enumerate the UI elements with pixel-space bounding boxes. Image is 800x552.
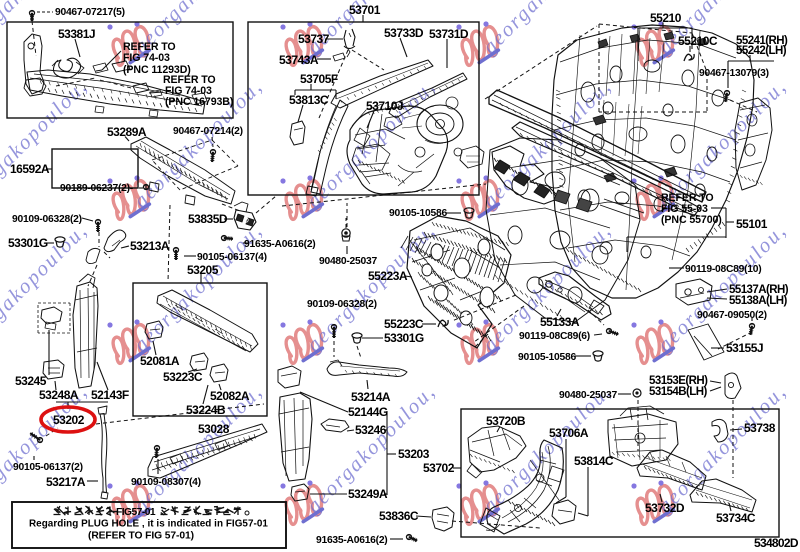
svg-text:55101: 55101	[736, 217, 768, 231]
svg-text:53213A: 53213A	[130, 239, 170, 253]
svg-text:FIG 74-03: FIG 74-03	[165, 85, 212, 97]
svg-text:55137A(RH): 55137A(RH)	[729, 284, 789, 296]
svg-text:53836C: 53836C	[379, 509, 419, 523]
svg-text:90119-08C89(6): 90119-08C89(6)	[519, 331, 590, 342]
svg-text:53814C: 53814C	[574, 454, 614, 468]
svg-text:90119-08C89(10): 90119-08C89(10)	[685, 264, 761, 275]
svg-text:53835D: 53835D	[188, 212, 228, 226]
svg-text:90109-06328(2): 90109-06328(2)	[12, 214, 82, 225]
svg-text:53813C: 53813C	[289, 93, 329, 107]
svg-text:52144G: 52144G	[348, 405, 388, 419]
svg-text:55242(LH): 55242(LH)	[736, 45, 787, 57]
svg-text:90109-06328(2): 90109-06328(2)	[307, 299, 377, 310]
svg-text:FIG57-01: FIG57-01	[116, 507, 156, 518]
svg-text:90109-08307(4): 90109-08307(4)	[131, 477, 201, 488]
svg-text:52081A: 52081A	[140, 354, 180, 368]
svg-text:53743A: 53743A	[279, 53, 319, 67]
svg-text:53301G: 53301G	[384, 331, 424, 345]
svg-text:90467-13079(3): 90467-13079(3)	[699, 68, 769, 79]
svg-text:53701: 53701	[349, 3, 381, 17]
svg-text:53706A: 53706A	[549, 426, 589, 440]
svg-text:53734C: 53734C	[716, 511, 756, 525]
svg-text:REFER TO: REFER TO	[163, 74, 216, 86]
svg-text:53301G: 53301G	[8, 236, 48, 250]
svg-text:90105-10586: 90105-10586	[518, 352, 576, 363]
svg-text:90480-25037: 90480-25037	[319, 256, 377, 267]
svg-text:53028: 53028	[198, 422, 230, 436]
svg-text:53153E(RH): 53153E(RH)	[649, 375, 708, 387]
svg-text:53705F: 53705F	[300, 72, 338, 86]
svg-text:90467-07214(2): 90467-07214(2)	[173, 126, 243, 137]
svg-text:FIG 55-03: FIG 55-03	[661, 203, 708, 215]
svg-text:90105-06137(4): 90105-06137(4)	[197, 252, 267, 263]
svg-text:Regarding PLUG HOLE , it is in: Regarding PLUG HOLE , it is indicated in…	[29, 519, 268, 530]
svg-text:90105-06137(2): 90105-06137(2)	[13, 462, 83, 473]
svg-text:90480-25037: 90480-25037	[559, 390, 617, 401]
svg-text:53214A: 53214A	[351, 390, 391, 404]
svg-text:53732D: 53732D	[645, 501, 685, 515]
svg-text:53249A: 53249A	[348, 487, 388, 501]
svg-text:53217A: 53217A	[46, 475, 86, 489]
svg-text:53737: 53737	[298, 32, 330, 46]
svg-text:(PNC 55700): (PNC 55700)	[661, 214, 722, 226]
svg-text:53246: 53246	[355, 423, 387, 437]
svg-text:53155J: 53155J	[726, 341, 763, 355]
svg-text:53203: 53203	[398, 447, 430, 461]
svg-text:53381J: 53381J	[58, 27, 95, 41]
svg-text:REFER TO: REFER TO	[123, 41, 176, 53]
svg-text:53720B: 53720B	[486, 414, 526, 428]
svg-text:53154B(LH): 53154B(LH)	[649, 386, 707, 398]
svg-text:53289A: 53289A	[107, 125, 147, 139]
svg-text:55210: 55210	[650, 11, 682, 25]
svg-text:90467-07217(5): 90467-07217(5)	[55, 7, 125, 18]
svg-text:53205: 53205	[187, 263, 219, 277]
svg-text:52143F: 52143F	[91, 388, 129, 402]
svg-text:16592A: 16592A	[10, 162, 50, 176]
svg-text:90105-10586: 90105-10586	[389, 208, 447, 219]
svg-text:53702: 53702	[423, 461, 455, 475]
svg-text:53731D: 53731D	[429, 27, 469, 41]
svg-text:53223C: 53223C	[163, 370, 203, 384]
svg-text:534802D: 534802D	[754, 536, 799, 550]
svg-text:53710J: 53710J	[366, 99, 403, 113]
svg-text:(REFER TO FIG 57-01): (REFER TO FIG 57-01)	[88, 531, 194, 542]
svg-text:53738: 53738	[744, 421, 776, 435]
svg-text:REFER TO: REFER TO	[661, 192, 714, 204]
svg-text:52082A: 52082A	[210, 389, 250, 403]
svg-text:90467-09050(2): 90467-09050(2)	[697, 310, 767, 321]
svg-text:53202: 53202	[53, 413, 85, 427]
svg-text:91635-A0616(2): 91635-A0616(2)	[316, 535, 388, 546]
svg-text:(PNC 11293D): (PNC 11293D)	[123, 64, 191, 76]
svg-text:55210C: 55210C	[678, 34, 718, 48]
svg-text:55133A: 55133A	[540, 315, 580, 329]
svg-text:53245: 53245	[15, 374, 47, 388]
svg-text:91635-A0616(2): 91635-A0616(2)	[244, 239, 316, 250]
svg-text:55241(RH): 55241(RH)	[736, 35, 788, 47]
svg-text:FIG 74-03: FIG 74-03	[123, 52, 170, 64]
svg-text:53248A: 53248A	[39, 388, 79, 402]
svg-text:55223A: 55223A	[368, 269, 408, 283]
svg-text:(PNC 16793B): (PNC 16793B)	[165, 96, 233, 108]
svg-text:55138A(LH): 55138A(LH)	[729, 295, 787, 307]
svg-text:55223C: 55223C	[384, 317, 424, 331]
svg-text:53224B: 53224B	[186, 403, 226, 417]
svg-text:53733D: 53733D	[384, 26, 424, 40]
svg-text:90189-06237(2)-: 90189-06237(2)-	[60, 183, 134, 194]
